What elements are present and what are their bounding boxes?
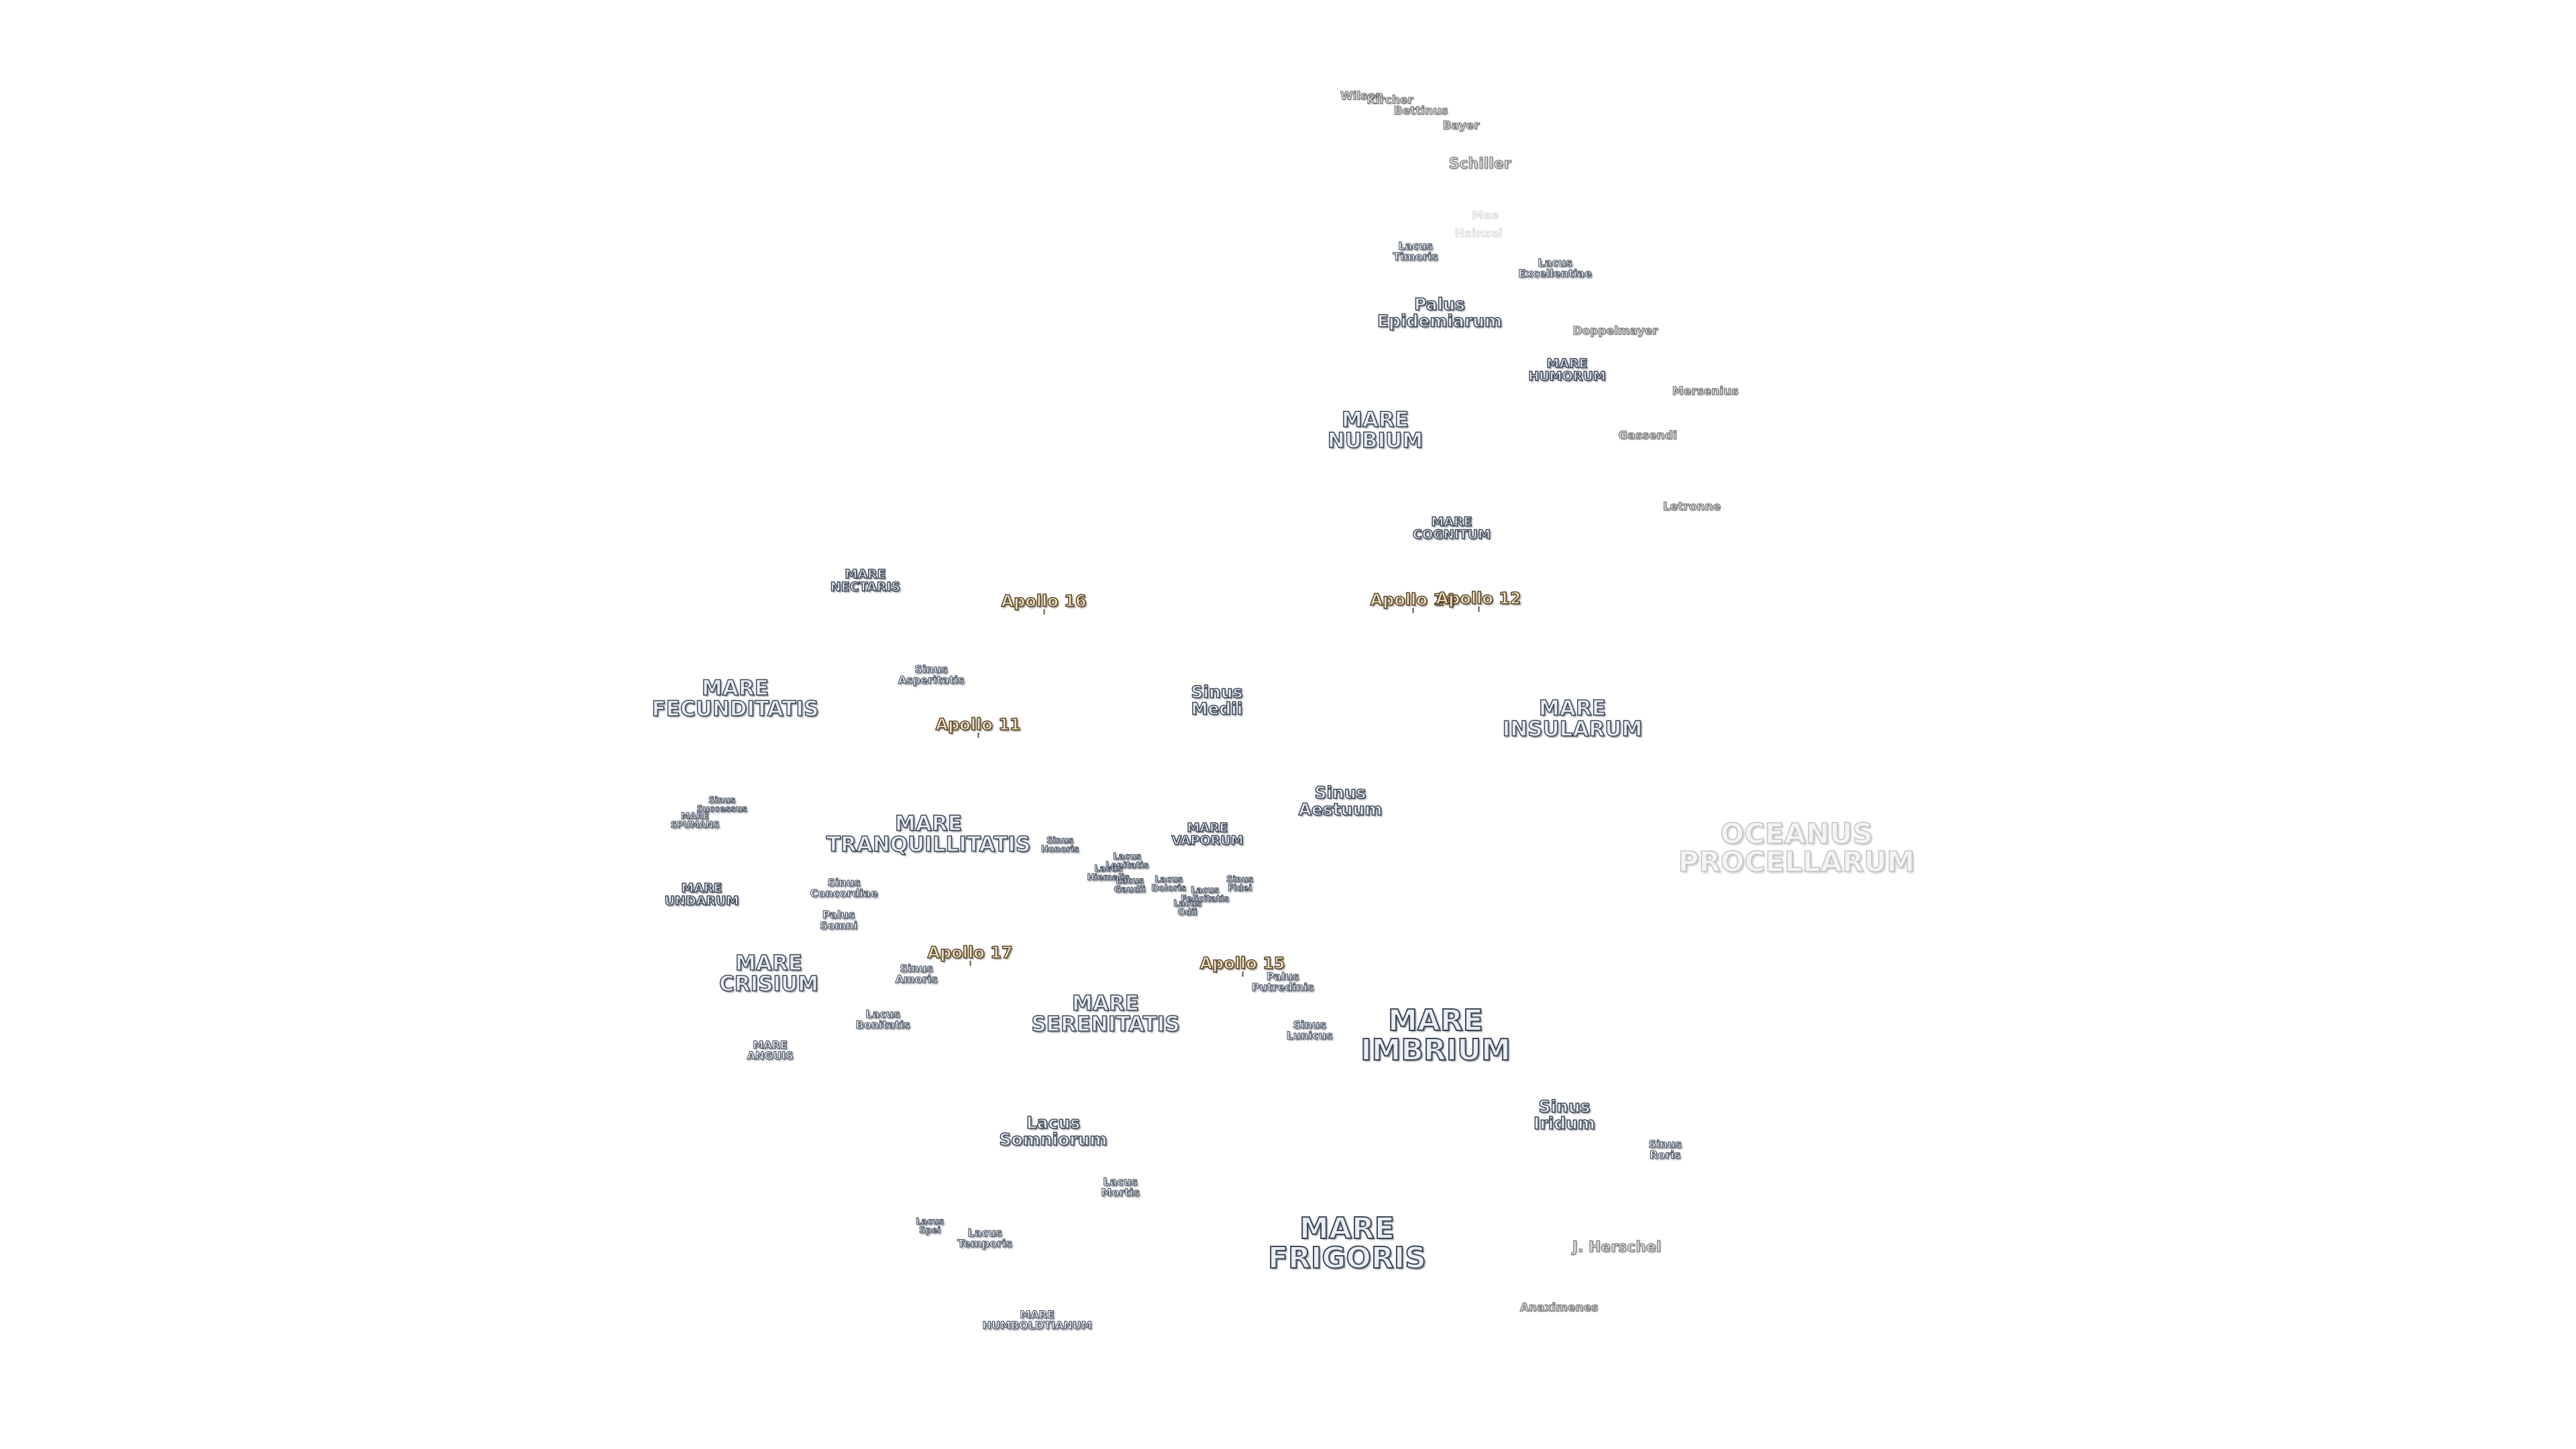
crater-label-schiller: Schiller (1448, 156, 1511, 172)
crater-label-mersenius: Mersenius (1672, 384, 1739, 398)
crater-label-hainzel: Hainzel (1454, 227, 1503, 241)
crater-label-gassendi: Gassendi (1618, 429, 1677, 443)
apollo-11-site[interactable]: Apollo 11 (935, 715, 1021, 738)
apollo-12-site[interactable]: Apollo 12 (1436, 589, 1521, 612)
crater-label-anaximenes: Anaximenes (1519, 1301, 1599, 1315)
crater-label-doppelmayer: Doppelmayer (1572, 324, 1658, 338)
apollo-15-site[interactable]: Apollo 15 (1199, 954, 1285, 977)
crater-label-faint-2 (1554, 416, 1558, 427)
apollo-17-site[interactable]: Apollo 17 (927, 943, 1013, 966)
crater-label-letronne: Letronne (1662, 500, 1721, 514)
feature-label-sinus-lunicus-east (731, 888, 735, 897)
crater-label-kircher: Kircher (1366, 93, 1413, 107)
crater-label-wilson: Wilson (1340, 89, 1384, 103)
crater-label-bettinus: Bettinus (1393, 104, 1448, 118)
crater-label-mee: Mee (1472, 209, 1499, 223)
crater-label-faint (1313, 90, 1317, 101)
apollo-16-site[interactable]: Apollo 16 (1001, 592, 1087, 614)
crater-label-j-herschel: J. Herschel (1572, 1239, 1662, 1256)
crater-label-bayer: Bayer (1442, 119, 1480, 133)
apollo-14-site[interactable]: Apollo 14 (1370, 590, 1456, 613)
crater-label-faint-3 (1511, 1304, 1515, 1316)
